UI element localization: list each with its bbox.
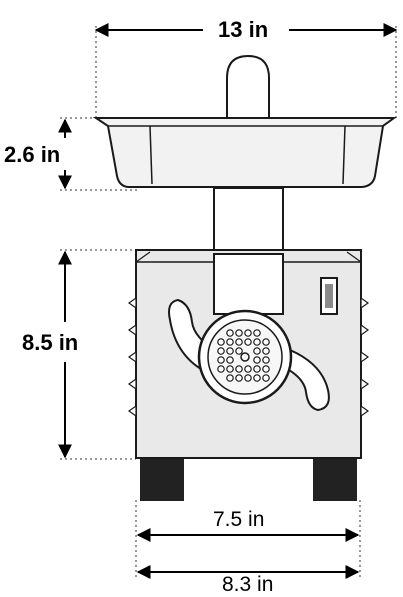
plate-hole: [244, 374, 252, 382]
plate-hole: [226, 365, 234, 373]
plate-hole: [253, 338, 261, 346]
feed-tube: [226, 54, 270, 119]
plate-hole: [217, 338, 225, 346]
outer-base-width-label: 8.3 in: [222, 573, 274, 596]
extension-lines: [60, 26, 397, 580]
inner-base-width-label: 7.5 in: [213, 508, 265, 531]
plate-hole: [226, 374, 234, 382]
plate-hole: [244, 365, 252, 373]
plate-hole: [235, 338, 243, 346]
plate-hole: [244, 338, 252, 346]
overall-width-label: 13 in: [218, 17, 269, 42]
plate-hole: [253, 374, 261, 382]
plate-hole: [253, 356, 261, 364]
plate-hole: [235, 329, 243, 337]
dimension-arrows: [58, 23, 398, 579]
tray: [92, 117, 398, 188]
plate-hole: [226, 329, 234, 337]
plate-hole: [244, 329, 252, 337]
plate-hole: [262, 338, 270, 346]
plate-hole: [226, 347, 234, 355]
body-height-label: 8.5 in: [22, 330, 79, 355]
plate-hole: [262, 356, 270, 364]
plate-hole: [217, 347, 225, 355]
plate-hole: [253, 329, 261, 337]
plate-hole: [235, 374, 243, 382]
plate-hole: [226, 338, 234, 346]
grinder-plate: [197, 309, 293, 405]
neck: [213, 187, 284, 255]
plate-hole: [235, 347, 243, 355]
plate-hole: [253, 365, 261, 373]
side-vents: [127, 296, 370, 418]
feet: [140, 459, 357, 501]
power-switch: [320, 277, 338, 315]
plate-hole: [262, 365, 270, 373]
plate-hole: [217, 356, 225, 364]
tray-height-label: 2.6 in: [4, 142, 61, 167]
plate-hole: [253, 347, 261, 355]
plate-hole: [217, 365, 225, 373]
plate-hole: [262, 347, 270, 355]
plate-hole: [235, 365, 243, 373]
plate-hole: [262, 374, 270, 382]
plate-hole: [226, 356, 234, 364]
